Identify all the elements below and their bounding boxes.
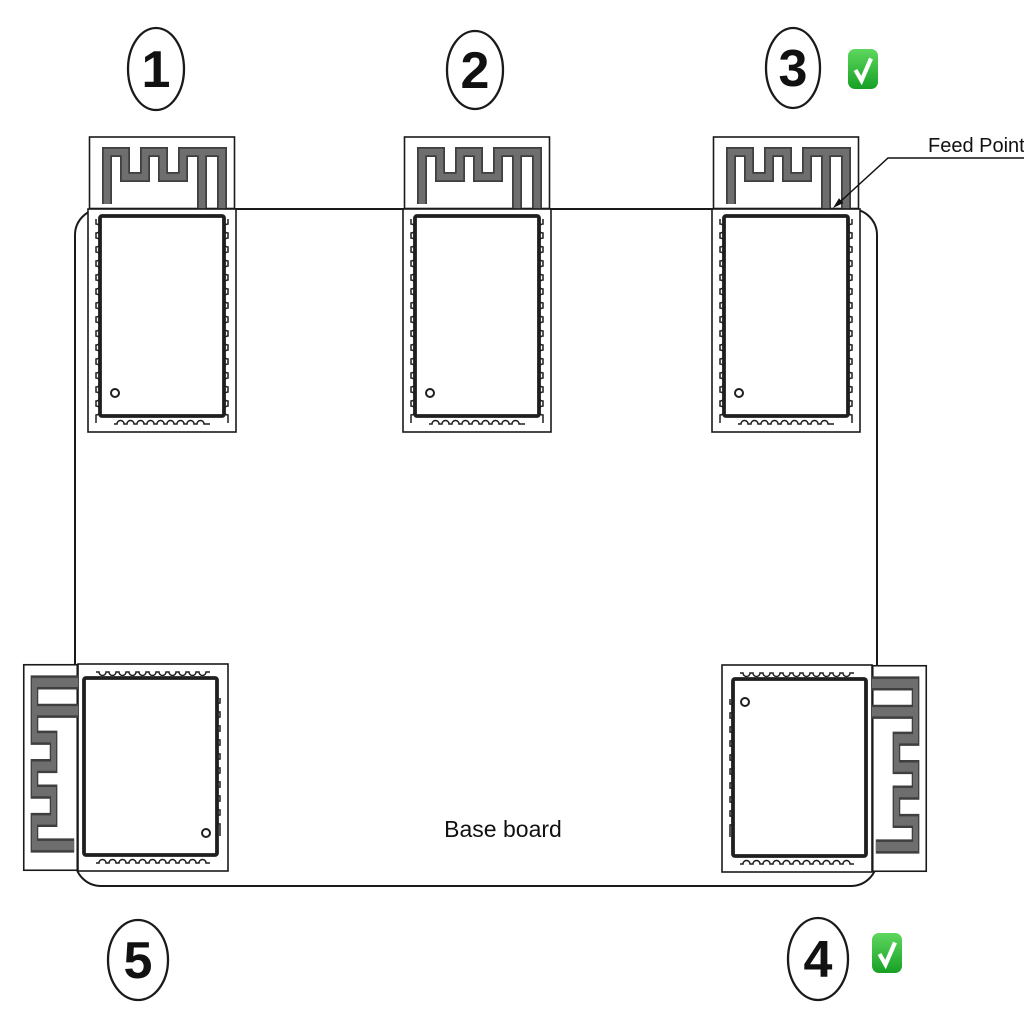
feed-point-label: Feed Point bbox=[928, 135, 1024, 157]
module-5 bbox=[22, 663, 229, 872]
base-board-label: Base board bbox=[444, 816, 562, 842]
position-bubble-5 bbox=[106, 918, 170, 1002]
module-2 bbox=[403, 137, 551, 432]
module-shield-outline bbox=[731, 677, 868, 858]
position-bubble-4 bbox=[786, 916, 850, 1002]
module-1 bbox=[88, 137, 236, 432]
module-4 bbox=[721, 664, 928, 873]
position-number-1: 1 bbox=[142, 41, 171, 99]
check-icon bbox=[853, 57, 873, 86]
position-number-2: 2 bbox=[461, 42, 490, 100]
check-badge-icon-4 bbox=[872, 933, 902, 973]
module-3 bbox=[712, 137, 860, 432]
position-bubble-2 bbox=[445, 29, 505, 111]
castellation-bottom-edge bbox=[740, 859, 854, 865]
position-number-4: 4 bbox=[804, 931, 833, 989]
castellation-bottom-edge bbox=[96, 858, 210, 864]
module-shield-outline bbox=[82, 676, 219, 857]
check-badge-icon-3 bbox=[848, 49, 878, 89]
position-bubble-3 bbox=[764, 26, 822, 110]
castellation-top-edge bbox=[96, 671, 210, 677]
position-number-5: 5 bbox=[124, 932, 153, 990]
check-badge-background bbox=[848, 49, 878, 89]
pin1-indicator bbox=[201, 828, 211, 838]
position-bubble-1 bbox=[126, 26, 186, 112]
position-number-3: 3 bbox=[779, 40, 808, 98]
check-icon bbox=[877, 941, 897, 970]
check-badge-background bbox=[872, 933, 902, 973]
feed-point-arrowhead bbox=[833, 198, 844, 208]
castellation-top-edge bbox=[740, 672, 854, 678]
pin1-indicator bbox=[740, 697, 750, 707]
feed-point-leader-line bbox=[840, 157, 1024, 202]
